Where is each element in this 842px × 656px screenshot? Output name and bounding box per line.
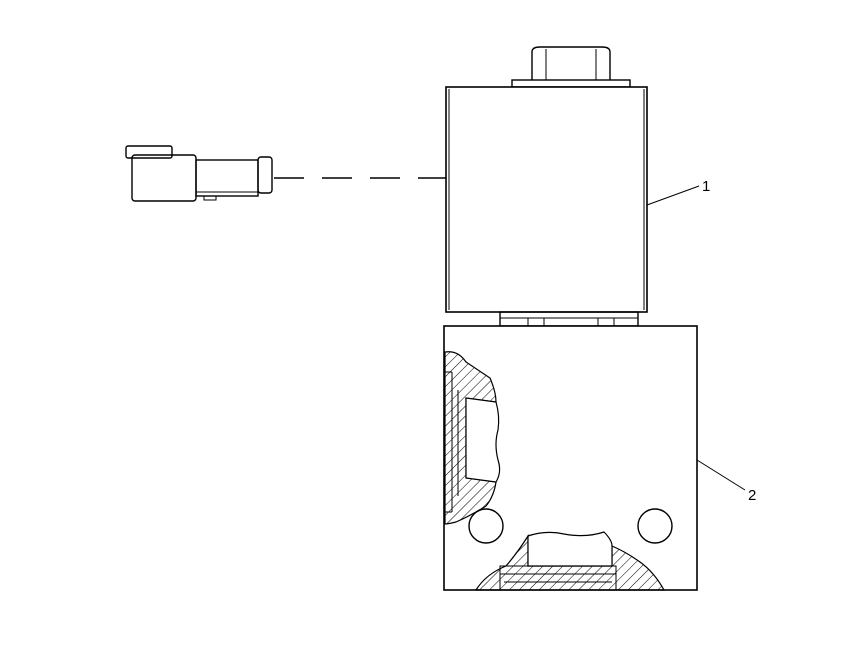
- valve-body: [443, 325, 698, 591]
- electrical-connector: [125, 145, 273, 202]
- mounting-hole-left: [468, 508, 504, 544]
- hex-nut: [511, 46, 631, 88]
- callout-2: 2: [696, 459, 756, 504]
- solenoid-coil: [445, 86, 648, 313]
- callout-1-label: 1: [702, 178, 710, 195]
- callout-1: 1: [646, 178, 710, 206]
- valve-stem: [499, 311, 639, 327]
- mounting-hole-right: [637, 508, 673, 544]
- callout-2-label: 2: [748, 487, 756, 504]
